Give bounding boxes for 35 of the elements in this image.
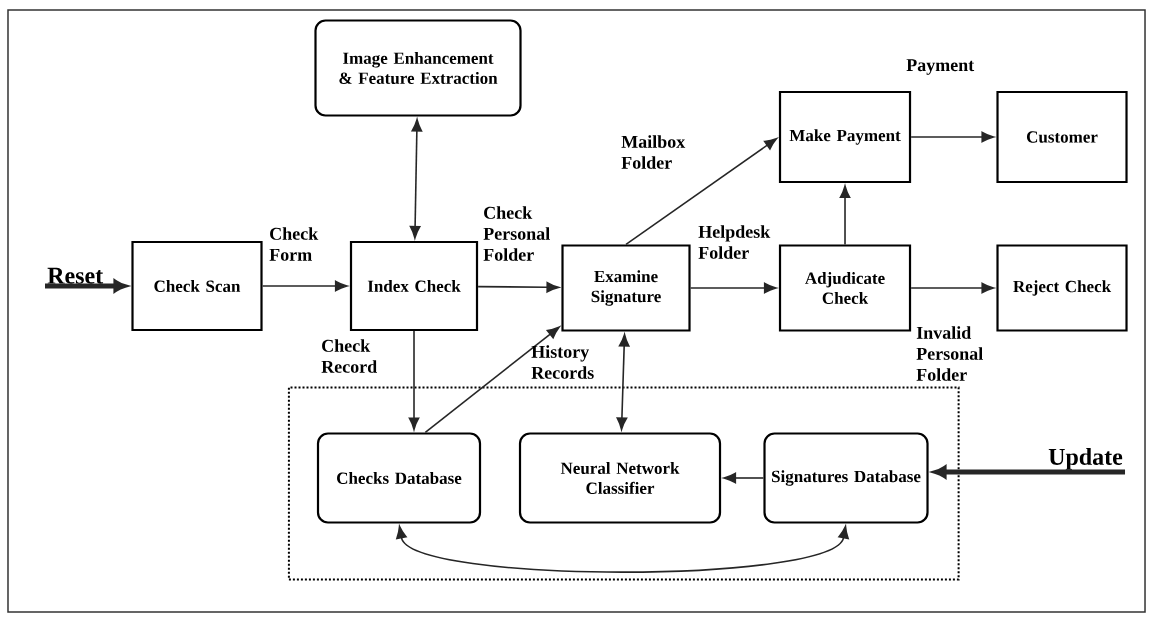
process-box: Check Scan	[131, 240, 263, 332]
edge-label: Mailbox Folder	[621, 135, 686, 169]
process-box: Customer	[996, 90, 1128, 184]
arrow	[910, 131, 995, 143]
process-box: Neural Network Classifier	[518, 432, 722, 524]
arrow	[625, 138, 778, 246]
edge-label: Check Personal Folder	[483, 206, 550, 261]
process-box: Index Check	[349, 240, 479, 332]
process-box: Checks Database	[316, 432, 482, 524]
arrow	[261, 280, 348, 292]
process-box: Adjudicate Check	[778, 244, 912, 332]
process-box: Examine Signature	[561, 244, 691, 332]
arrow	[910, 282, 995, 294]
arrow	[477, 281, 560, 293]
arrow	[408, 330, 420, 431]
edge-label: Invalid Personal Folder	[916, 326, 983, 381]
edge-label: Check Record	[321, 339, 377, 373]
arrow	[396, 525, 849, 573]
dotted-group-box	[287, 386, 960, 581]
edge-label: Check Form	[269, 227, 319, 261]
signal-label: Update	[1048, 448, 1123, 470]
process-box: Signatures Database	[763, 432, 929, 524]
arrow	[616, 333, 630, 431]
signal-label: Reset	[47, 267, 104, 284]
arrow	[839, 185, 851, 246]
arrow	[723, 472, 765, 484]
arrow	[689, 282, 777, 294]
edge-label: History Records	[531, 345, 594, 379]
process-box: Make Payment	[778, 90, 912, 184]
arrow	[409, 118, 423, 239]
edge-label: Payment	[906, 59, 975, 75]
process-box: Image Enhancement & Feature Extraction	[314, 19, 522, 117]
arrow	[424, 326, 560, 434]
process-box: Reject Check	[996, 244, 1128, 332]
edge-label: Helpdesk Folder	[698, 225, 771, 259]
